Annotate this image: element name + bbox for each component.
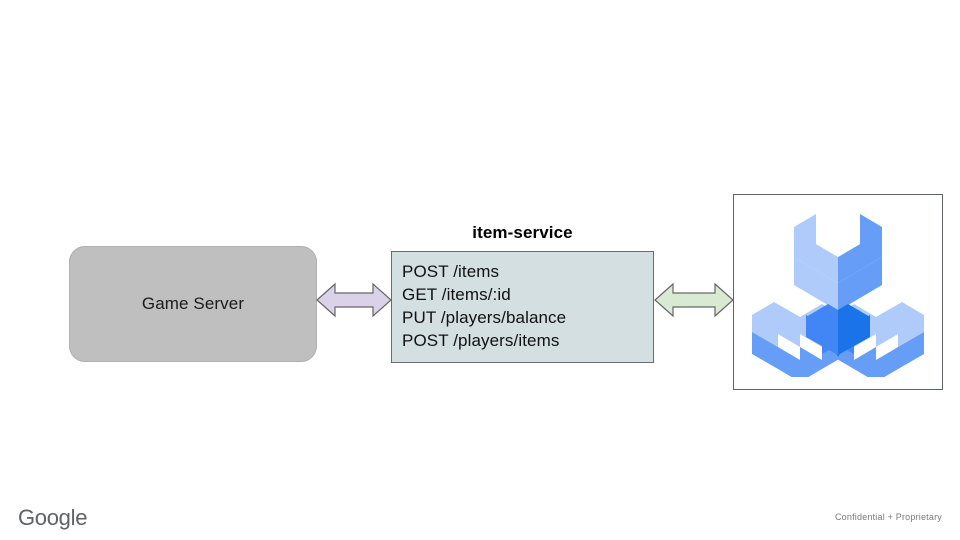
game-server-box: Game Server <box>69 246 317 362</box>
arrow-item-service-to-tools <box>653 279 735 321</box>
confidential-notice: Confidential + Proprietary <box>834 512 942 522</box>
double-arrow-shape <box>654 282 734 318</box>
double-arrow-shape <box>316 282 392 318</box>
item-service-title: item-service <box>472 223 573 242</box>
item-service-box: POST /items GET /items/:id PUT /players/… <box>391 251 654 363</box>
endpoint-row: POST /players/items <box>402 331 560 350</box>
isometric-three-prong-wrench-icon <box>752 214 924 377</box>
arrow-game-server-to-item-service <box>315 279 393 321</box>
tools-image-panel <box>733 194 943 390</box>
endpoint-row: POST /items <box>402 262 500 281</box>
google-logo: Google <box>18 505 88 530</box>
endpoint-row: PUT /players/balance <box>402 308 567 327</box>
endpoint-row: GET /items/:id <box>402 285 511 304</box>
game-server-label: Game Server <box>141 293 245 313</box>
